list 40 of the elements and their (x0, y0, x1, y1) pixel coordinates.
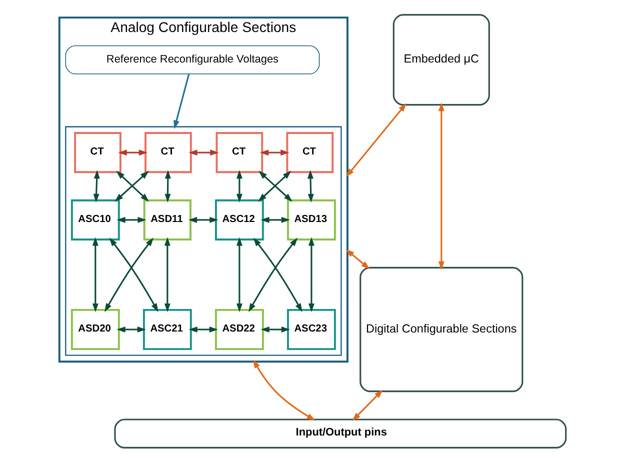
node-box: ASD11 (143, 199, 192, 240)
node-box: ASD22 (214, 308, 264, 350)
node-box: CT (144, 132, 192, 174)
node-box: CT (286, 132, 334, 174)
node-box: Input/Output pins (114, 418, 567, 448)
arrow (118, 150, 148, 156)
arrow (236, 170, 242, 203)
arrow (253, 360, 316, 421)
node-box: Reference Reconfigurable Voltages (65, 45, 320, 74)
arrow (92, 237, 98, 312)
arrow (260, 150, 290, 156)
arrow (164, 237, 170, 312)
arrow (346, 103, 407, 178)
node-box: ASC23 (287, 308, 336, 350)
node-box: ASD13 (287, 199, 336, 240)
arrow (188, 150, 219, 156)
arrow (116, 326, 146, 333)
arrow (346, 249, 370, 270)
node-box: Embedded μC (392, 14, 490, 106)
node-box: CT (216, 132, 264, 174)
arrow (307, 170, 314, 203)
node-box: CT (74, 132, 122, 174)
node-box: ASC12 (214, 199, 264, 240)
arrow (352, 390, 383, 421)
arrow (260, 216, 290, 223)
arrow (188, 326, 218, 333)
arrow (260, 326, 290, 333)
arrow (236, 237, 242, 312)
node-box: ASD20 (70, 308, 120, 350)
arrow (164, 170, 171, 203)
node-box: ASC21 (142, 308, 192, 350)
arrow (116, 216, 146, 223)
cluster (65, 126, 342, 356)
arrow (438, 102, 444, 270)
arrow (188, 216, 218, 223)
node-box: Digital Configurable Sections (360, 266, 524, 392)
arrow (174, 74, 190, 130)
arrow (93, 170, 100, 203)
node-box: ASC10 (70, 199, 120, 240)
arrow (308, 237, 314, 312)
